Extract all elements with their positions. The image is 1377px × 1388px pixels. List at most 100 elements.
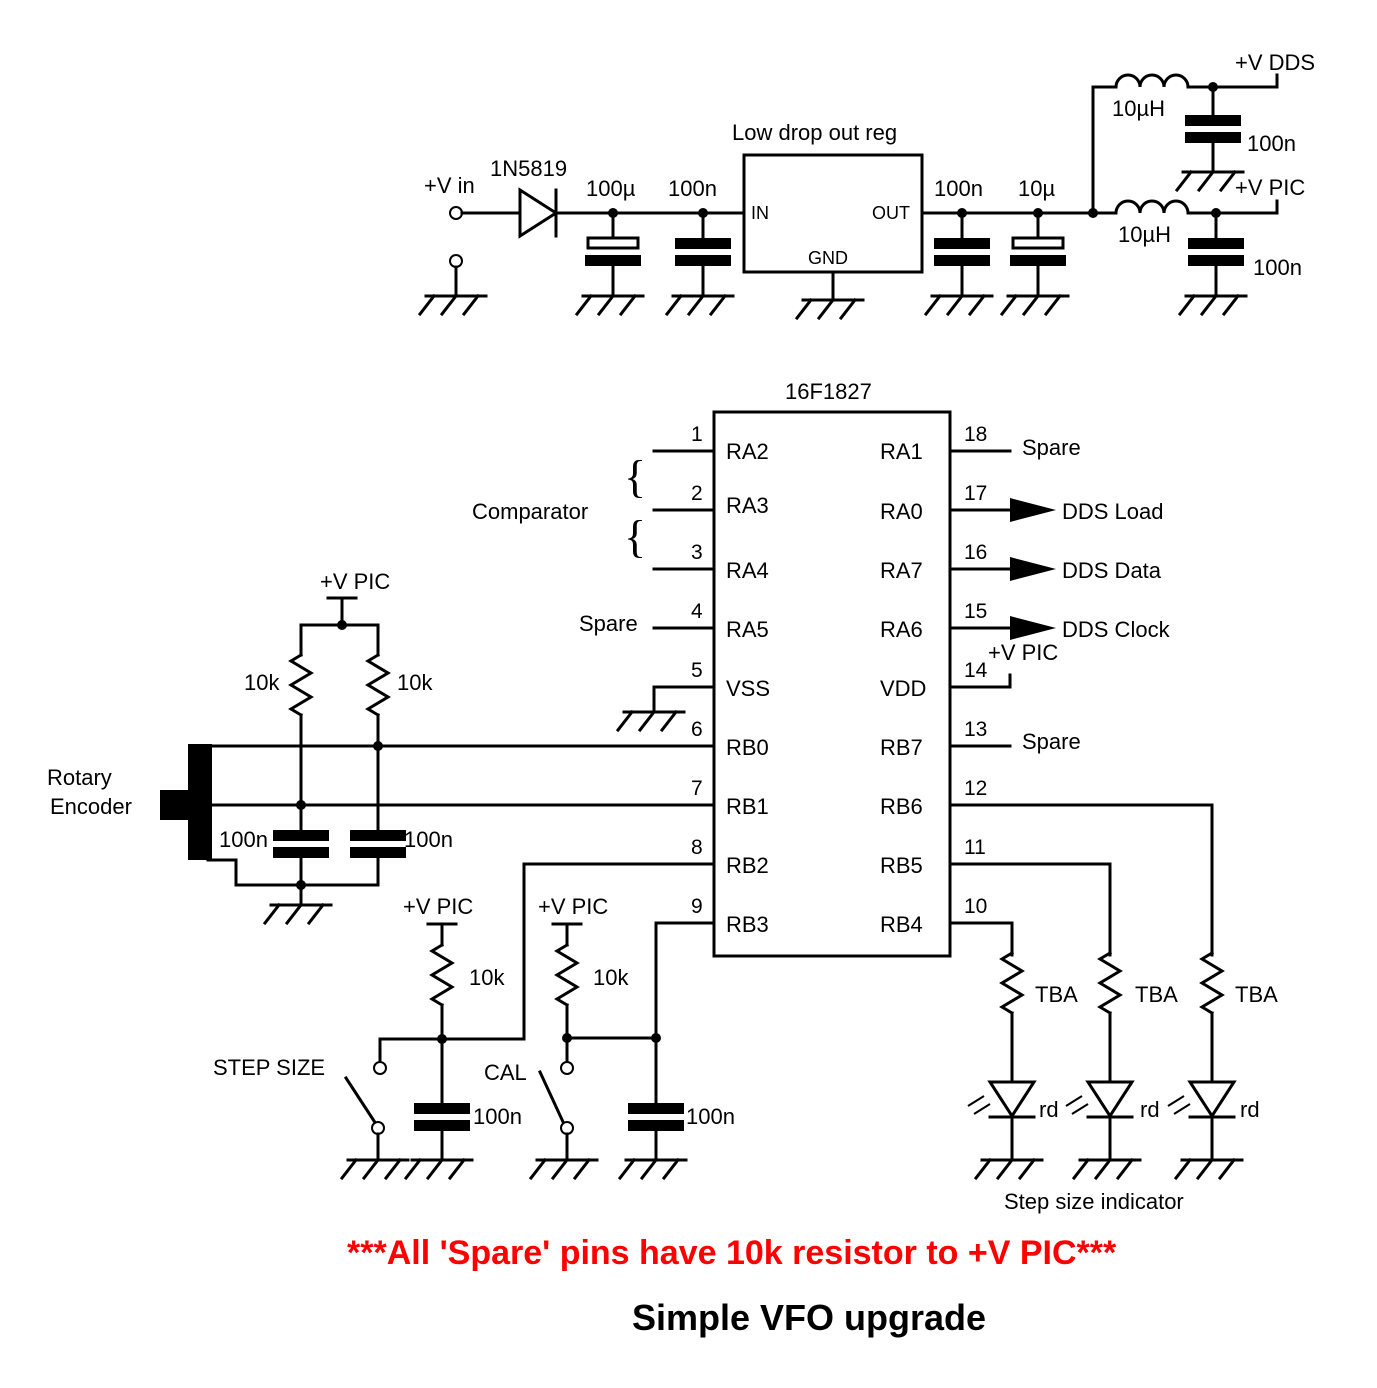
cap-10u-label: 10µ — [1018, 176, 1055, 201]
cap-out-100n-label: 100n — [934, 176, 983, 201]
pin-8-name: RB2 — [726, 853, 769, 878]
dds-load-arrow — [1010, 498, 1056, 522]
pin-2-num: 2 — [691, 482, 703, 505]
vpic-encoder-label: +V PIC — [320, 569, 390, 594]
pin-16-name: RA7 — [880, 558, 923, 583]
resistor-10k-step — [430, 943, 454, 1007]
reg-gnd-label: GND — [808, 248, 848, 268]
pin-18-name: RA1 — [880, 439, 923, 464]
regulator-label: Low drop out reg — [732, 120, 897, 145]
c100n-label-cal: 100n — [686, 1104, 735, 1129]
rotary-encoder — [160, 744, 212, 860]
reg-out-label: OUT — [872, 203, 910, 223]
rotary-label-2: Encoder — [50, 794, 132, 819]
cap-100n-step — [414, 1103, 470, 1131]
pin-8-num: 8 — [691, 836, 703, 859]
cap-100n-rb1 — [273, 830, 329, 858]
pin-13-num: 13 — [964, 718, 987, 741]
pin-5-name: VSS — [726, 676, 770, 701]
pin-15-name: RA6 — [880, 617, 923, 642]
spare-label-rb7: Spare — [1022, 729, 1081, 754]
pin-3-name: RA4 — [726, 558, 769, 583]
pin-12-num: 12 — [964, 777, 987, 800]
mcu-16f1827: 16F1827 1 RA2 2 RA3 3 RA4 4 RA5 5 VSS 6 — [206, 379, 1214, 958]
inductor-pic — [1114, 199, 1190, 215]
led-label-rb6: rd — [1240, 1097, 1260, 1122]
dds-clock-arrow — [1010, 616, 1056, 640]
pin-4-name: RA5 — [726, 617, 769, 642]
pin-6-name: RB0 — [726, 735, 769, 760]
pin-16-num: 16 — [964, 541, 987, 564]
comparator-brace-lower: { — [624, 511, 646, 562]
r10k-label-a: 10k — [244, 670, 280, 695]
vin-terminal — [449, 206, 463, 220]
inductor-dds — [1114, 73, 1190, 89]
led-rb6 — [1167, 1080, 1237, 1119]
pin-2-name: RA3 — [726, 493, 769, 518]
pin-11-name: RB5 — [880, 853, 923, 878]
cap-100u-label: 100µ — [586, 176, 636, 201]
vdds-label: +V DDS — [1235, 50, 1315, 75]
c100n-label-b: 100n — [404, 827, 453, 852]
cap-100n-rb0 — [350, 830, 406, 858]
pin-1-num: 1 — [691, 423, 703, 446]
dds-data-arrow — [1010, 557, 1056, 581]
led-label-rb5: rd — [1140, 1097, 1160, 1122]
cap-out-100n — [934, 238, 990, 266]
vpic-cal-label: +V PIC — [538, 894, 608, 919]
tba-label-rb4: TBA — [1035, 982, 1078, 1007]
resistor-10k-rb1 — [289, 653, 313, 717]
pin-3-num: 3 — [691, 541, 703, 564]
comparator-brace-upper: { — [624, 451, 646, 502]
pin-6-num: 6 — [691, 718, 703, 741]
diagram-title: Simple VFO upgrade — [632, 1297, 986, 1338]
cap-10u — [1008, 236, 1068, 268]
resistor-10k-rb0 — [366, 653, 390, 717]
vpic-vdd-label: +V PIC — [988, 640, 1058, 665]
spare-label-ra1: Spare — [1022, 435, 1081, 460]
pin-18-num: 18 — [964, 423, 987, 446]
cap-pic-label: 100n — [1253, 255, 1302, 280]
pin-9-num: 9 — [691, 895, 703, 918]
dds-data-label: DDS Data — [1062, 558, 1162, 583]
pin-14-name: VDD — [880, 676, 926, 701]
cap-pic-100n — [1188, 238, 1244, 266]
resistor-tba-rb5 — [1098, 951, 1122, 1015]
mcu-body — [712, 410, 952, 958]
mcu-name: 16F1827 — [785, 379, 872, 404]
r10k-label-step: 10k — [469, 965, 505, 990]
step-size-switch[interactable] — [343, 1075, 379, 1127]
regulator — [742, 153, 924, 274]
vpic-rail-label: +V PIC — [1235, 175, 1305, 200]
cap-in-100n — [675, 238, 731, 266]
pin-7-num: 7 — [691, 777, 703, 800]
vpic-step-label: +V PIC — [403, 894, 473, 919]
pin-10-num: 10 — [964, 895, 987, 918]
pin-17-num: 17 — [964, 482, 987, 505]
cap-dds-label: 100n — [1247, 131, 1296, 156]
cap-100u — [583, 236, 643, 268]
pin-14-num: 14 — [964, 659, 988, 682]
pin-1-name: RA2 — [726, 439, 769, 464]
dds-load-label: DDS Load — [1062, 499, 1164, 524]
spare-pins-note: ***All 'Spare' pins have 10k resistor to… — [347, 1234, 1117, 1272]
tba-label-rb5: TBA — [1135, 982, 1178, 1007]
diode-1n5819 — [518, 187, 559, 239]
diode-label: 1N5819 — [490, 156, 567, 181]
cal-label: CAL — [484, 1060, 527, 1085]
r10k-label-cal: 10k — [593, 965, 629, 990]
rotary-label-1: Rotary — [47, 765, 112, 790]
step-size-label: STEP SIZE — [213, 1055, 325, 1080]
pin-5-num: 5 — [691, 659, 703, 682]
pin-7-name: RB1 — [726, 794, 769, 819]
resistor-10k-cal — [555, 943, 579, 1007]
reg-in-label: IN — [751, 203, 769, 223]
cal-switch[interactable] — [538, 1070, 566, 1126]
pin-10-name: RB4 — [880, 912, 923, 937]
resistor-tba-rb4 — [1000, 951, 1024, 1015]
power-supply: +V in 1N5819 100µ 100n Low drop out reg … — [418, 50, 1315, 320]
cap-100n-cal — [628, 1103, 684, 1131]
pin-9-name: RB3 — [726, 912, 769, 937]
inductor-pic-label: 10µH — [1118, 222, 1171, 247]
pin-13-name: RB7 — [880, 735, 923, 760]
